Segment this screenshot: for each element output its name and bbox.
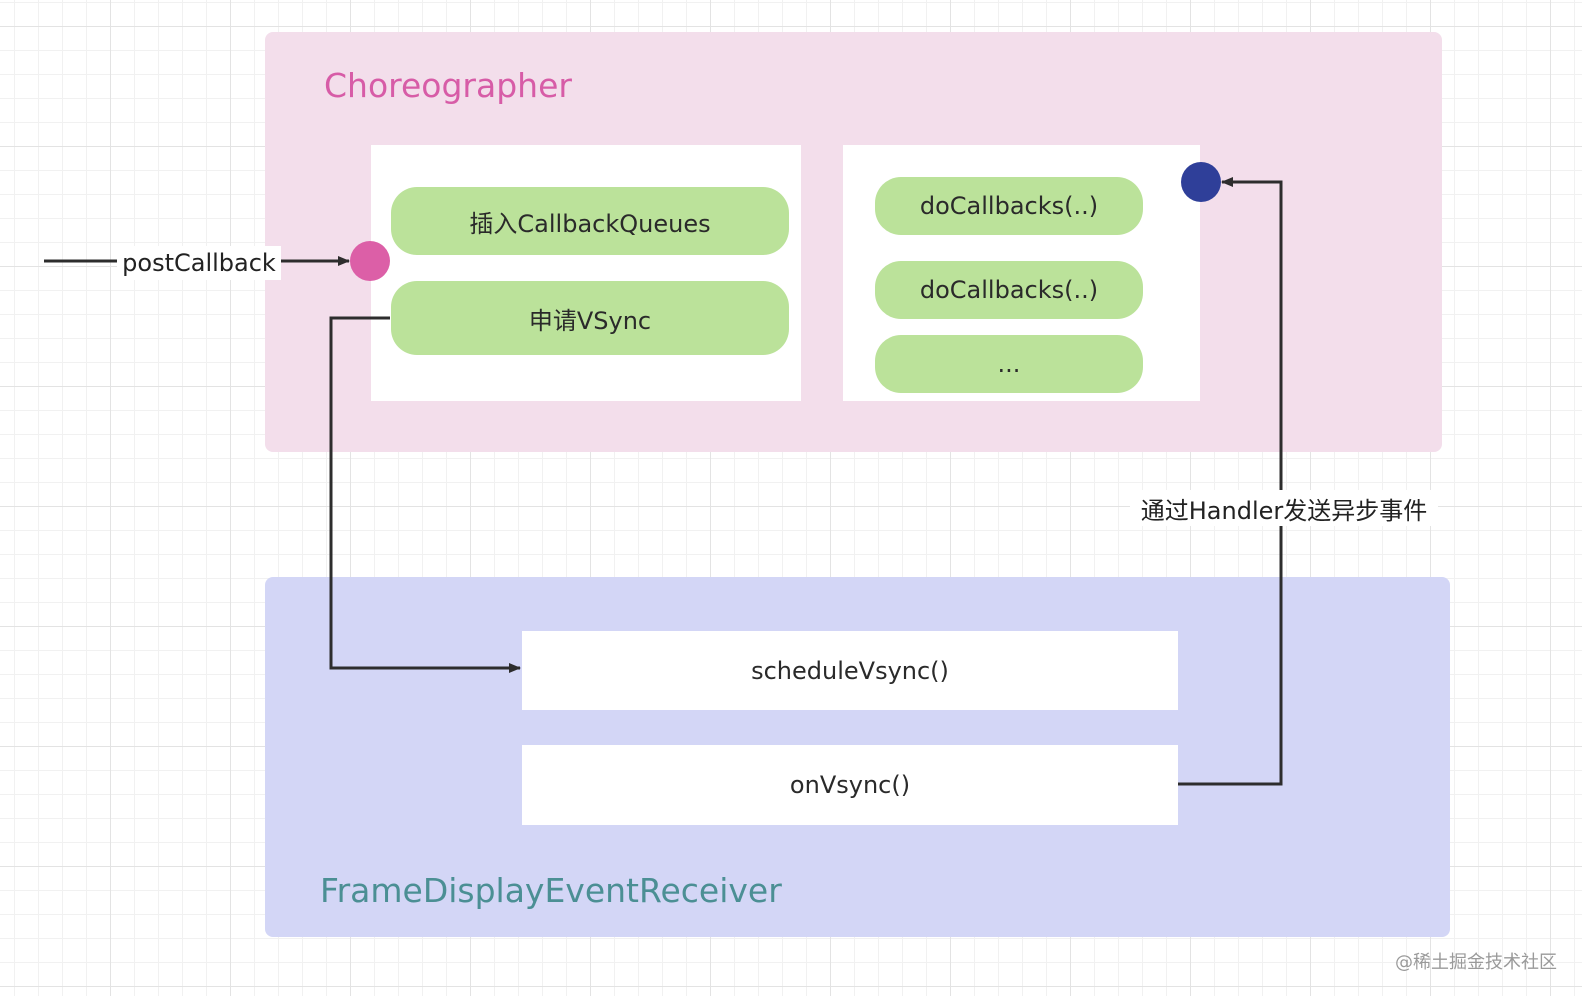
more-callbacks-step: ... bbox=[875, 335, 1143, 393]
do-callbacks-step: doCallbacks(..) bbox=[875, 177, 1143, 235]
handler-async-arrow bbox=[1178, 177, 1283, 786]
on-vsync-step: onVsync() bbox=[522, 745, 1178, 825]
receiver-title: FrameDisplayEventReceiver bbox=[320, 871, 782, 910]
schedule-vsync-step: scheduleVsync() bbox=[522, 631, 1178, 710]
watermark: @稀土掘金技术社区 bbox=[1395, 952, 1557, 973]
choreographer-title: Choreographer bbox=[324, 66, 572, 105]
do-callbacks-step: doCallbacks(..) bbox=[875, 261, 1143, 319]
insert-callback-queues-step: 插入CallbackQueues bbox=[391, 187, 789, 255]
request-vsync-step: 申请VSync bbox=[391, 281, 789, 355]
request-vsync-arrow bbox=[329, 316, 521, 673]
blue-connection-dot bbox=[1181, 162, 1221, 202]
pink-connection-dot bbox=[350, 241, 390, 281]
post-callback-label: postCallback bbox=[117, 246, 281, 280]
handler-async-label: 通过Handler发送异步事件 bbox=[1130, 490, 1438, 526]
